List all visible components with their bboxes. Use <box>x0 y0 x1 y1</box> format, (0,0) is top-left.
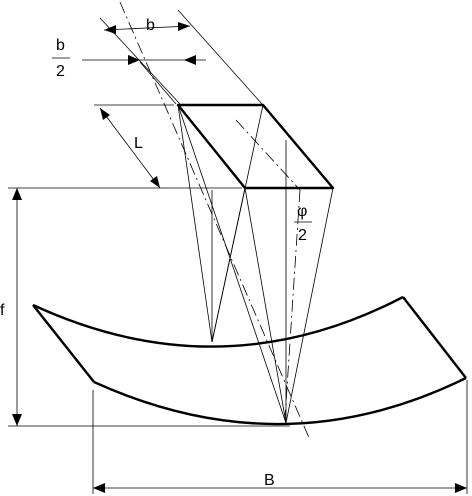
label-L: L <box>134 135 143 152</box>
label-f: f <box>0 302 5 319</box>
ray-top-left-to-focus-1 <box>177 104 213 343</box>
dim-b-extension-right <box>177 9 263 105</box>
dim-b2-arrow-right <box>184 55 196 65</box>
ray-top-right-to-focus-1 <box>211 104 264 343</box>
dim-L-arrow-top <box>100 108 110 120</box>
curved-sheet-right-edge <box>402 296 467 379</box>
dim-B-arrow-left <box>93 483 105 493</box>
label-b2-numerator: b <box>56 37 65 54</box>
label-B: B <box>264 472 275 489</box>
ray-bottom-left-to-focus-2 <box>244 187 287 424</box>
dim-b-arrow-left <box>104 25 116 34</box>
label-b: b <box>146 17 155 34</box>
ray-bottom-right-to-focus-2 <box>285 187 334 424</box>
centerline-right-inclined <box>284 189 301 419</box>
dim-b2-arrow-left <box>128 55 140 65</box>
curved-sheet-bottom-edge <box>93 376 467 426</box>
dim-f-arrow-bottom <box>12 414 22 426</box>
curved-sheet-left-edge <box>32 304 95 383</box>
label-phi-denominator: 2 <box>298 227 307 244</box>
dim-B-arrow-right <box>455 483 467 493</box>
dim-L-arrow-bottom <box>150 176 160 188</box>
label-b2-denominator: 2 <box>56 63 65 80</box>
ray-top-left-to-focus-2 <box>177 104 287 424</box>
crystal-parallelogram <box>176 103 335 190</box>
centerline-diagonal <box>119 1 311 441</box>
dim-b2-extension <box>139 61 177 105</box>
dim-L-dimension-line <box>99 107 161 189</box>
curved-sheet-top-edge <box>32 295 404 348</box>
dim-b-arrow-right <box>178 22 190 31</box>
dim-f-arrow-top <box>12 188 22 200</box>
centerline-crystal-axis <box>235 119 301 191</box>
label-phi-numerator: φ <box>297 203 307 220</box>
dim-b-dimension-line <box>103 25 191 31</box>
